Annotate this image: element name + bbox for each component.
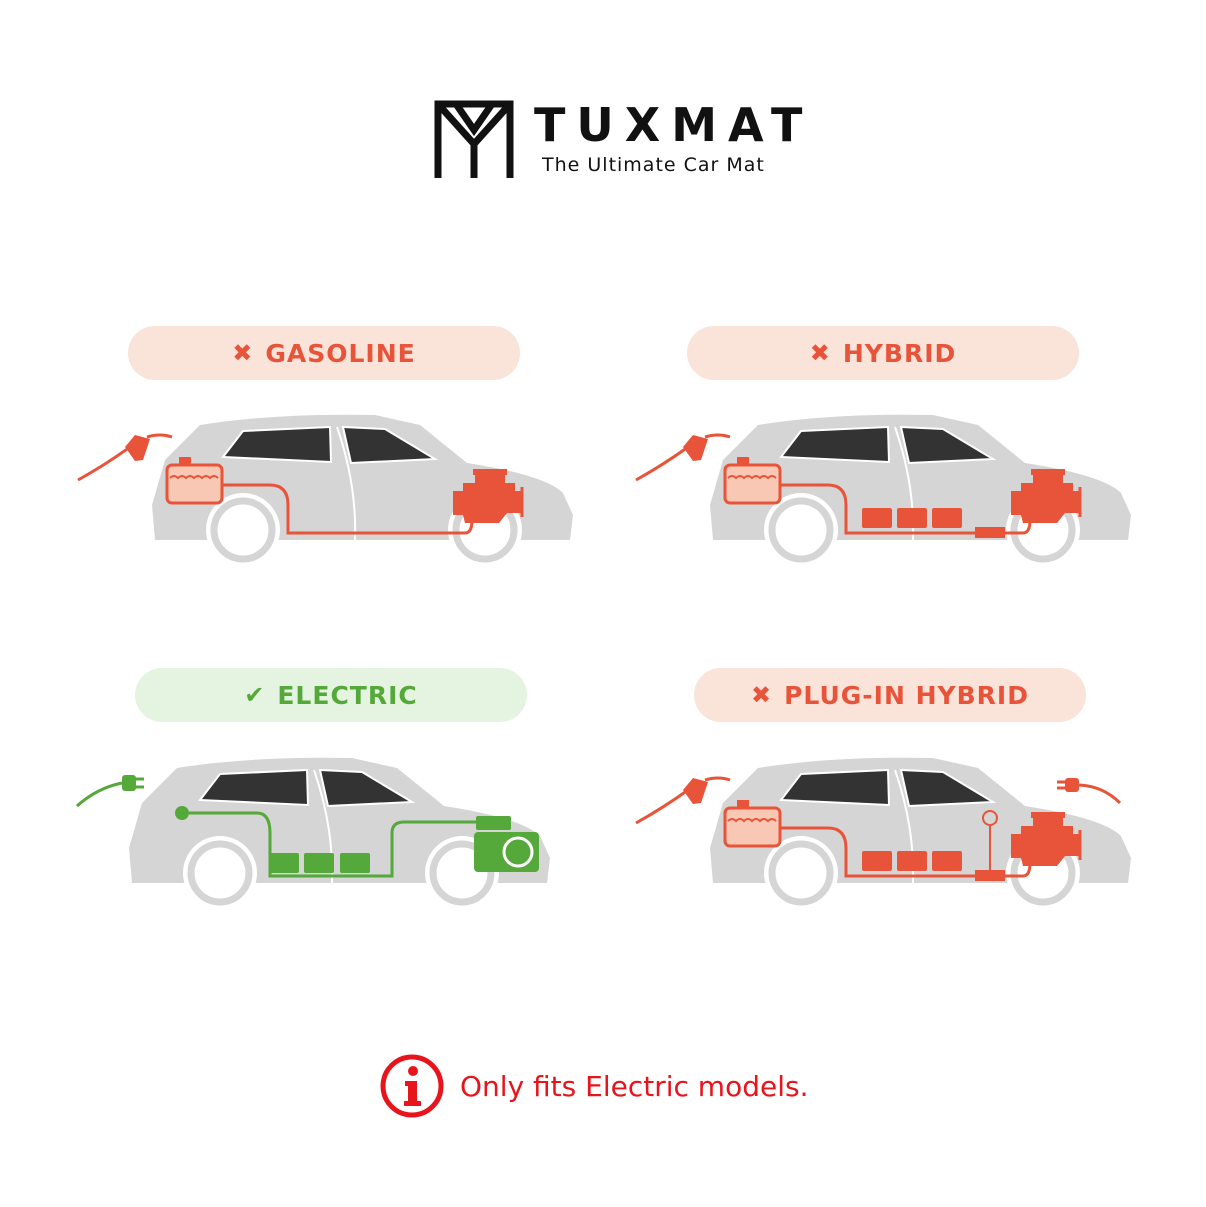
plug-prongs xyxy=(1057,780,1065,790)
fuel-nozzle-icon xyxy=(683,778,708,804)
fuel-level xyxy=(169,475,219,480)
fuel-hose xyxy=(635,445,689,482)
fuel-tank-cap xyxy=(179,457,191,466)
plugin-hybrid-label: ✖ PLUG-IN HYBRID xyxy=(694,668,1086,722)
rear-window xyxy=(221,425,333,464)
power-line xyxy=(189,811,497,878)
wheel xyxy=(187,840,253,906)
fuel-tank-icon xyxy=(165,463,224,505)
motor-controller xyxy=(476,816,511,830)
fuel-line xyxy=(222,483,474,535)
brand-name: TUXMAT xyxy=(534,98,814,152)
plugin-hybrid-car-illustration xyxy=(635,757,1131,908)
hybrid-car-illustration xyxy=(635,414,1131,565)
gasoline-car-illustration xyxy=(77,414,573,565)
tuxmat-monogram-icon xyxy=(434,100,514,178)
gasoline-label: ✖ GASOLINE xyxy=(128,326,520,380)
battery-cell-icon xyxy=(897,508,927,528)
fuel-tank-cap xyxy=(737,800,749,809)
check-icon: ✔ xyxy=(244,681,266,709)
charging-cable xyxy=(75,781,123,808)
x-icon: ✖ xyxy=(232,339,254,367)
nozzle-spout xyxy=(704,776,731,782)
nozzle-spout xyxy=(146,433,173,439)
fuel-line xyxy=(780,483,1032,535)
charge-port-icon xyxy=(175,806,189,820)
door-line xyxy=(894,426,915,541)
fuel-nozzle-icon xyxy=(125,435,150,461)
battery-cell-icon xyxy=(340,853,370,873)
plug-prongs xyxy=(136,777,144,789)
electric-car-illustration xyxy=(75,757,550,908)
engine-top xyxy=(1031,812,1065,818)
battery-cell-icon xyxy=(862,851,892,871)
x-icon: ✖ xyxy=(809,339,831,367)
motor-rotor xyxy=(502,836,534,868)
fuel-tank-cap xyxy=(737,457,749,466)
fuel-nozzle-icon xyxy=(683,435,708,461)
door-line xyxy=(894,769,915,884)
compatibility-note: Only fits Electric models. xyxy=(380,1054,808,1118)
fuel-hose xyxy=(77,445,131,482)
engine-top xyxy=(473,469,507,475)
inverter-icon xyxy=(975,527,1005,538)
engine-icon xyxy=(1011,475,1080,523)
rear-window xyxy=(198,768,310,807)
front-window xyxy=(899,425,997,465)
charging-plug-icon xyxy=(1065,778,1079,792)
rear-window xyxy=(779,768,891,807)
electric-motor-icon xyxy=(474,832,539,872)
battery-cell-icon xyxy=(269,853,299,873)
battery-cell-icon xyxy=(932,508,962,528)
tuxmat-logo: TUXMAT The Ultimate Car Mat xyxy=(434,98,802,180)
electric-label: ✔ ELECTRIC xyxy=(135,668,527,722)
gasoline-label-text: GASOLINE xyxy=(265,338,416,368)
battery-cell-icon xyxy=(304,853,334,873)
nozzle-spout xyxy=(704,433,731,439)
charging-cable xyxy=(1078,783,1122,805)
wheel xyxy=(768,840,834,906)
electric-label-text: ELECTRIC xyxy=(277,680,418,710)
front-window xyxy=(341,425,439,465)
engine-icon xyxy=(1011,818,1080,866)
brand-tagline: The Ultimate Car Mat xyxy=(542,154,765,176)
wheel xyxy=(210,497,276,563)
note-text: Only fits Electric models. xyxy=(460,1069,809,1103)
info-icon xyxy=(380,1054,444,1118)
plugin-hybrid-label-text: PLUG-IN HYBRID xyxy=(784,680,1029,710)
fuel-level xyxy=(727,475,777,480)
fuel-tank-icon xyxy=(723,463,782,505)
front-window xyxy=(899,768,997,808)
engine-icon xyxy=(453,475,522,523)
fuel-line xyxy=(780,826,1032,878)
front-window xyxy=(318,768,416,808)
charging-plug-icon xyxy=(122,775,136,791)
engine-top xyxy=(1031,469,1065,475)
battery-cell-icon xyxy=(862,508,892,528)
fuel-tank-icon xyxy=(723,806,782,848)
fuel-level xyxy=(727,818,777,823)
hybrid-label-text: HYBRID xyxy=(842,338,957,368)
battery-cell-icon xyxy=(897,851,927,871)
door-line xyxy=(336,426,357,541)
hybrid-label: ✖ HYBRID xyxy=(687,326,1079,380)
battery-cell-icon xyxy=(932,851,962,871)
rear-window xyxy=(779,425,891,464)
x-icon: ✖ xyxy=(751,681,773,709)
fuel-hose xyxy=(635,788,689,825)
inverter-icon xyxy=(975,870,1005,881)
wheel xyxy=(768,497,834,563)
